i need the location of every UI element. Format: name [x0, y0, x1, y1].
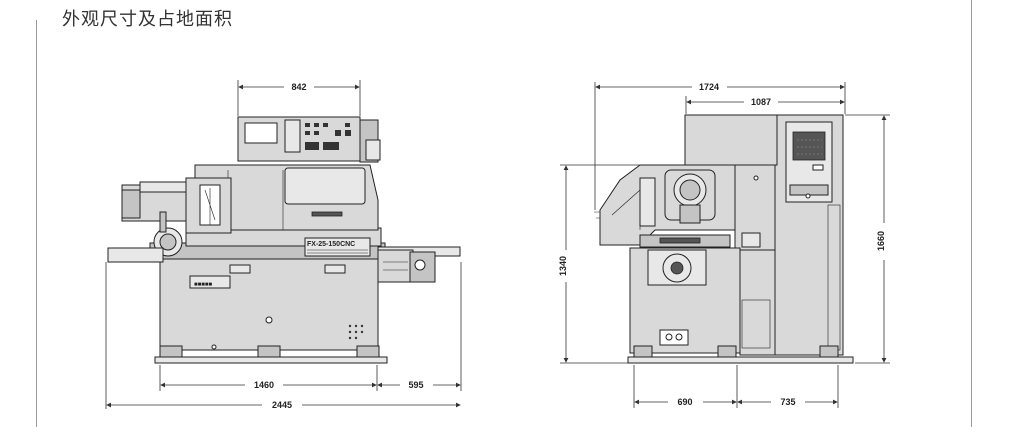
front-view-machine: ■■■■■ FX-25-150CNC	[107, 116, 461, 364]
frame-left-border	[36, 20, 37, 427]
dim-2445: 2445	[272, 400, 292, 410]
dim-1460: 1460	[254, 380, 274, 390]
dim-1340: 1340	[558, 256, 568, 276]
svg-text:■■■■■: ■■■■■	[194, 282, 212, 288]
dim-595: 595	[408, 380, 423, 390]
dim-735: 735	[780, 397, 795, 407]
dim-1660: 1660	[876, 231, 886, 251]
front-view-dimensions: 842 1460 595 2445	[105, 80, 462, 410]
dim-690: 690	[677, 397, 692, 407]
page-title: 外观尺寸及占地面积	[62, 9, 233, 30]
side-view-machine	[594, 114, 854, 364]
model-plate-text: FX-25-150CNC	[307, 241, 355, 248]
dim-842: 842	[291, 82, 306, 92]
frame-right-border	[971, 0, 972, 427]
dim-1087: 1087	[751, 97, 771, 107]
dim-1724: 1724	[699, 82, 719, 92]
side-view-dimensions: 1724 1087 1340 1660 690 735	[558, 82, 890, 408]
